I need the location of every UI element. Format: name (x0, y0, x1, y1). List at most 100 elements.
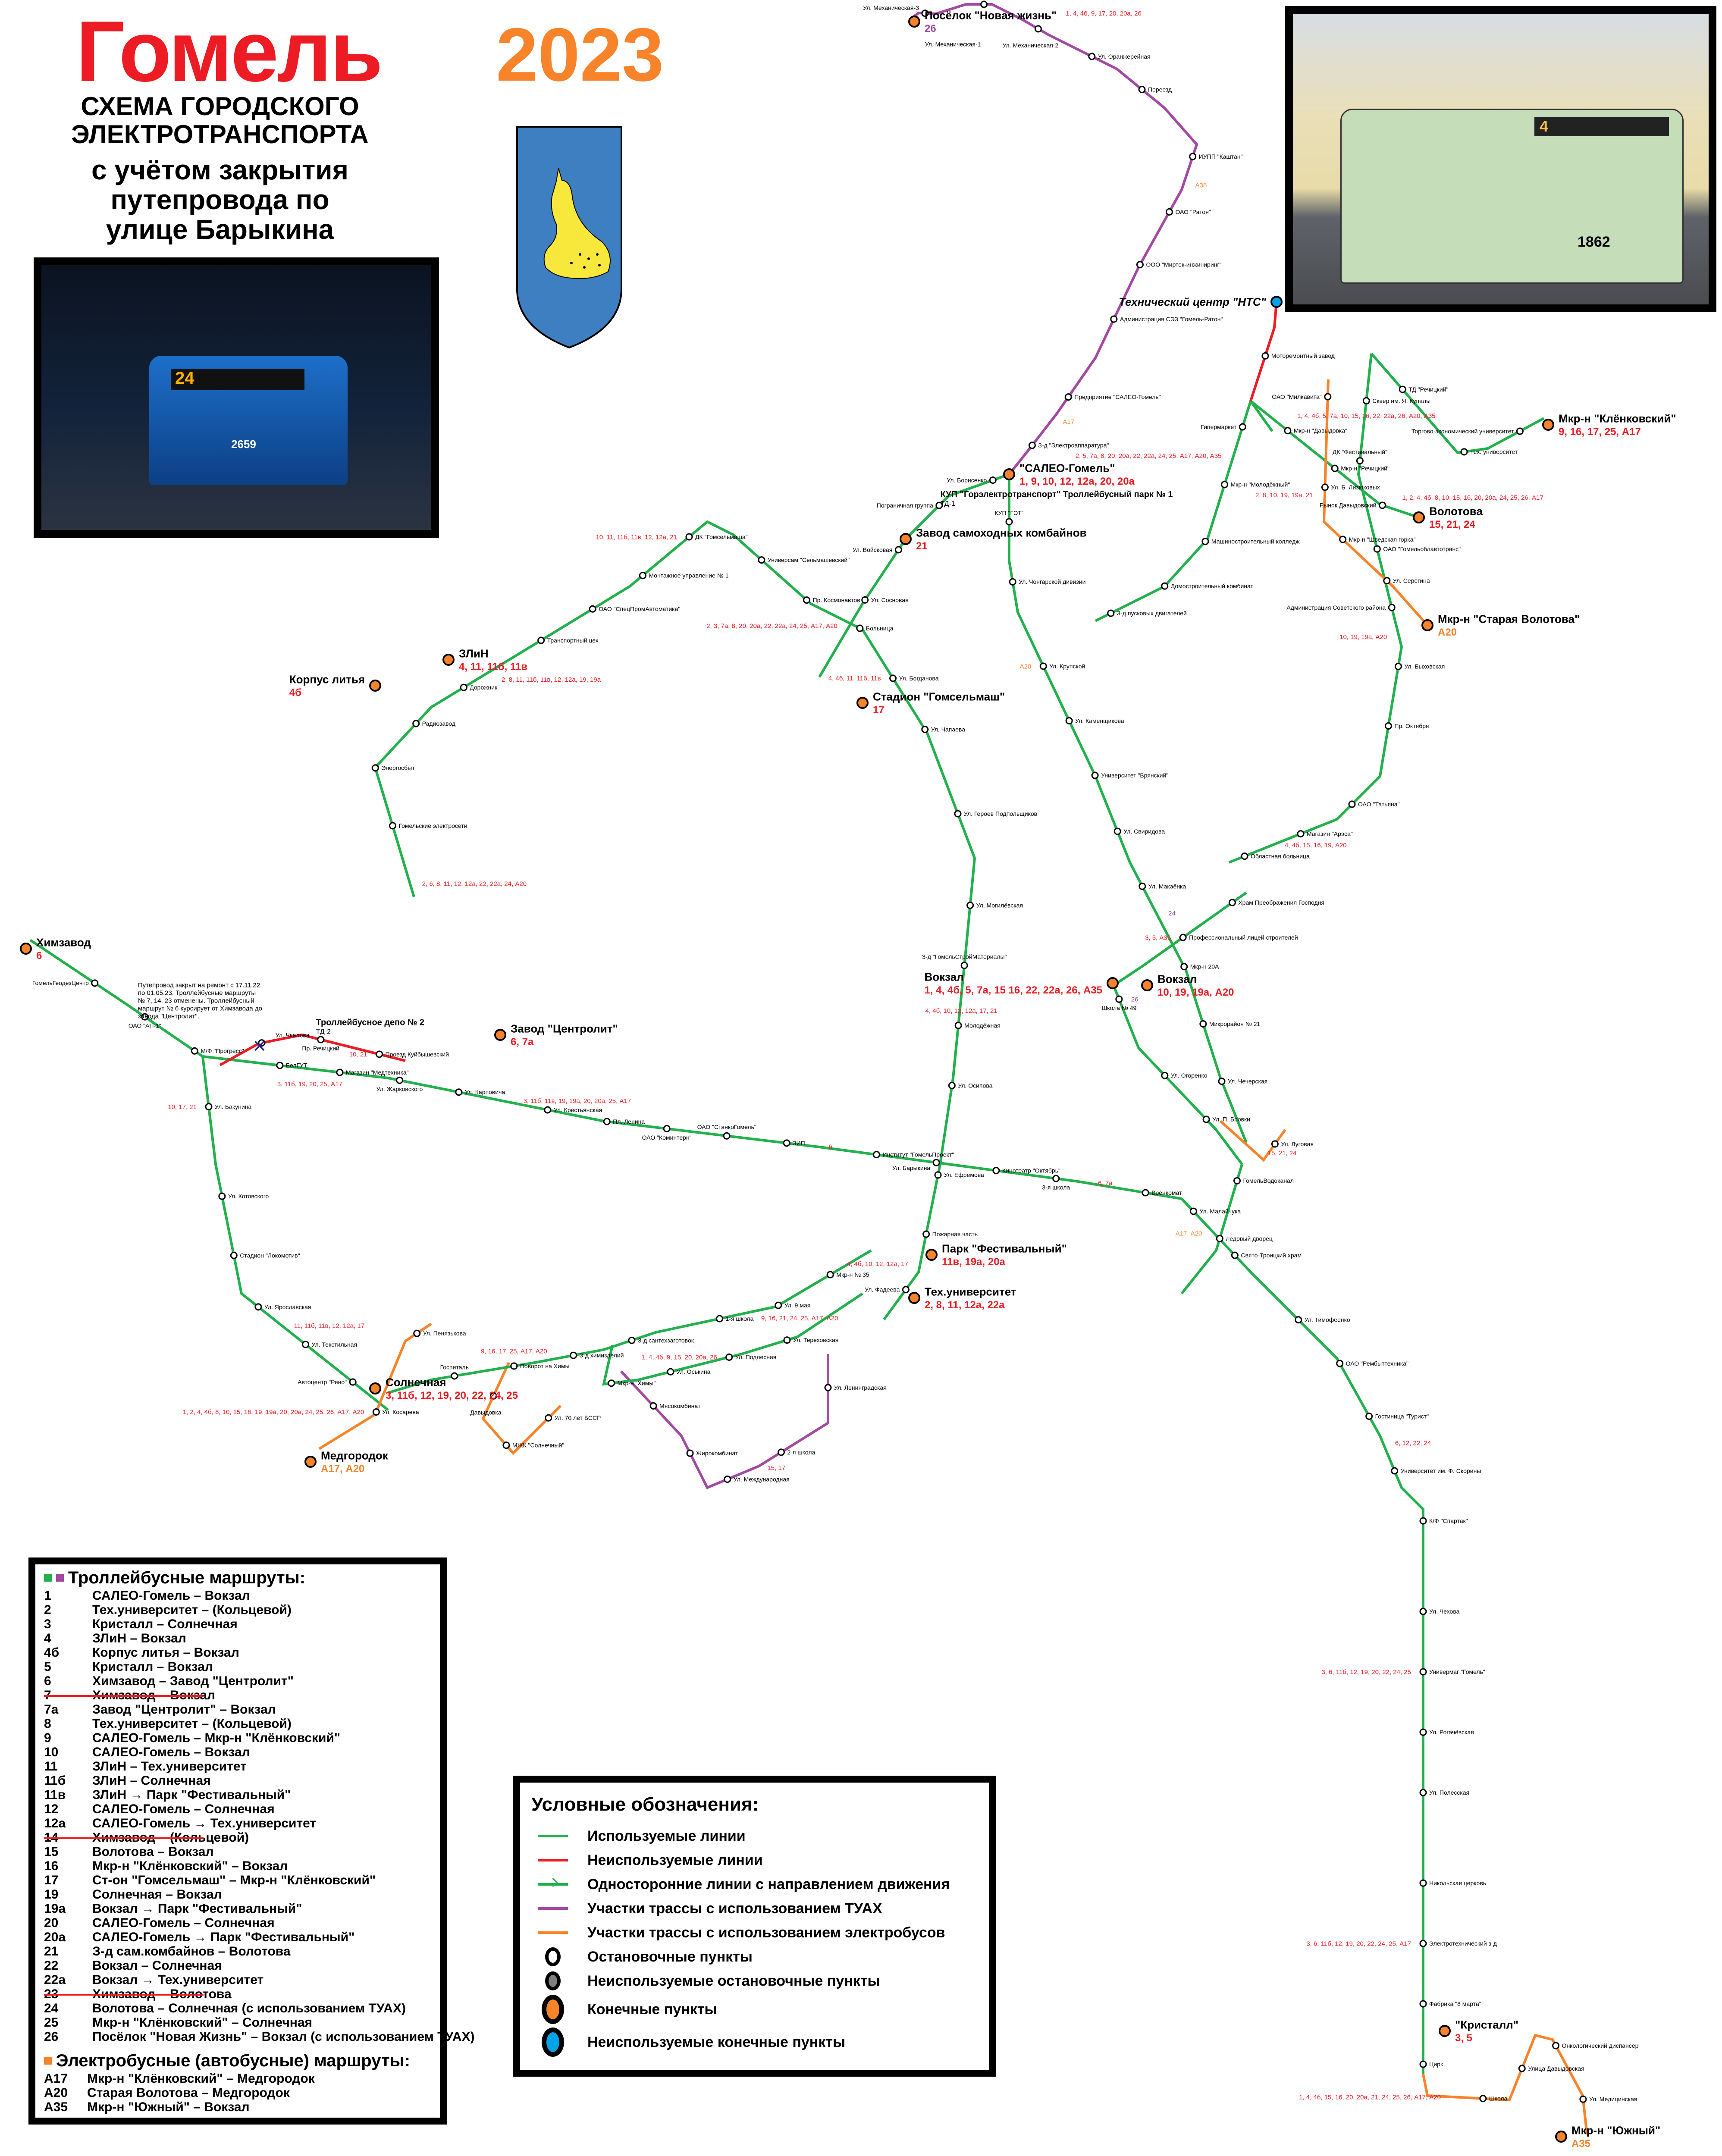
stop-marker (336, 1069, 344, 1076)
stop-name: Ул. Чонгарской дивизии (1019, 578, 1085, 585)
stop-marker (1189, 1207, 1197, 1215)
stop-name: ГомельГеодезЦентр (32, 980, 89, 987)
stop-name: Институт "ГомельПроект" (882, 1151, 954, 1158)
segment-routes-label: 11, 11б, 11в, 12, 12а, 17 (294, 1322, 364, 1330)
stop-name: Пр. Октября (1394, 722, 1429, 729)
stop-name: Энергосбыт (381, 765, 415, 771)
stop-marker (455, 1088, 463, 1096)
route-number: 4б (44, 1645, 60, 1660)
route-name: Вокзал → Тех.университет (92, 1973, 264, 1987)
stop-name: Ул. Медицинская (1589, 2096, 1637, 2103)
stop-name: Мясокомбинат (659, 1402, 701, 1409)
stop-name: Школа (1489, 2095, 1508, 2102)
stop-name: Фабрика "8 марта" (1429, 2000, 1481, 2007)
segment-routes-label: 9, 16, 17, 25, А17, А20 (481, 1348, 547, 1355)
legend-item: Неиспользуемые конечные пункты (531, 2026, 978, 2059)
closure-note: № 7, 14, 23 отменены. Троллейбусный (138, 997, 254, 1004)
terminal-routes: 1, 4, 4б, 5, 7а, 15 16, 22, 22а, 26, А35 (925, 984, 1102, 996)
stop-name: Свято-Троицкий храм (1241, 1252, 1302, 1259)
stop-marker (1419, 1879, 1427, 1887)
terminal-routes: 6 (36, 950, 42, 962)
legend-panel: Условные обозначения: Используемые линии… (513, 1776, 996, 2077)
stop-name: К/Ф "Спартак" (1429, 1517, 1468, 1524)
route-number: 7а (44, 1702, 59, 1717)
route-name: ЗЛиН – Солнечная (92, 1774, 211, 1788)
stop-marker (1379, 501, 1386, 509)
stop-name: Ул. Котовского (228, 1193, 269, 1200)
stop-marker (451, 1372, 458, 1380)
stop-marker (1479, 2095, 1487, 2103)
route-name: Мкр-н "Клёнковский" – Медгородок (87, 2071, 315, 2086)
stop-name: Администрация Советского района (1286, 604, 1386, 611)
stop-name: Давыдовка (470, 1409, 502, 1416)
lynx-icon (543, 168, 611, 279)
segment-routes-label: 1, 4, 4б, 5, 7а, 10, 15, 16, 22, 22а, 26… (1297, 413, 1436, 420)
terminal-routes: 15, 21, 24 (1429, 519, 1475, 530)
stop-name: Ул. Быховская (1404, 663, 1445, 670)
terminal-marker (900, 533, 912, 545)
terminal-marker (369, 680, 381, 692)
segment-routes-label: 2, 5, 7а, 8, 20, 20а, 22, 22а, 24, 25, А… (1076, 452, 1222, 460)
legend-label: Односторонние линии с направлением движе… (587, 1876, 950, 1893)
stop-name: Пр. Речицкий (302, 1045, 339, 1052)
depot-code: ТД-1 (940, 500, 955, 508)
ebus-line-davydovka (481, 1362, 562, 1455)
stop-marker (775, 1301, 782, 1309)
terminal-name: Тех.университет (925, 1285, 1016, 1298)
stop-marker (1365, 1412, 1373, 1420)
stop-marker (141, 1013, 149, 1021)
stop-marker (954, 810, 962, 818)
subtitle-line-2: ЭЛЕКТРОТРАНСПОРТА (71, 119, 369, 149)
legend-item: Конечные пункты (531, 1993, 978, 2026)
terminal-name: Завод самоходных комбайнов (916, 526, 1087, 539)
stop-marker (302, 1341, 310, 1348)
stop-marker (1091, 771, 1099, 779)
stop-marker (1199, 1020, 1207, 1028)
stop-name: Ул. П. Бровки (1212, 1116, 1250, 1123)
stop-name: Рынок Давыдовский (1320, 502, 1377, 509)
terminal-routes: 11в, 19а, 20а (942, 1256, 1006, 1268)
stop-name: Ул. Чкалова (276, 1032, 310, 1039)
stop-marker (716, 1315, 724, 1322)
stop-name: Ул. Международная (734, 1476, 790, 1482)
terminal-marker (369, 1382, 381, 1395)
route-name: Химзавод – Волотова (92, 1987, 232, 2001)
stop-name: Радиозавод (422, 720, 455, 727)
route-name: Химзавод – (Кольцевой) (92, 1830, 249, 1845)
stop-name: Кинотеатр "Октябрь" (1002, 1167, 1060, 1174)
terminal-marker (442, 654, 455, 666)
route-number: 12 (44, 1802, 59, 1816)
stop-marker (824, 1384, 832, 1391)
day-bus-route: 4 (1540, 117, 1549, 135)
stop-marker (502, 1442, 510, 1449)
stop-marker (1394, 662, 1402, 670)
stop-name: ОАО "СпецПромАвтоматика" (599, 605, 680, 612)
route-name: САЛЕО-Гомель – Солнечная (92, 1802, 275, 1816)
route-name: Вокзал → Парк "Фестивальный" (92, 1902, 302, 1916)
route-number: 15 (44, 1845, 59, 1859)
photo-night-trolleybus: 24 2659 (34, 257, 439, 538)
segment-routes-label: 6 (829, 1143, 832, 1150)
terminal-name: Технический центр "НТС" (1119, 295, 1267, 308)
stop-marker (861, 596, 869, 604)
route-number: 3 (44, 1617, 51, 1631)
photo-day-trolleybus: 4 1862 (1285, 6, 1716, 312)
stop-marker (1034, 25, 1042, 33)
route-number: 25 (44, 2015, 59, 2030)
stop-name: Ул. Жарковского (376, 1086, 423, 1093)
stop-marker (1189, 153, 1197, 160)
stop-marker (1391, 1467, 1399, 1475)
terminal-routes: 10, 19, 19а, А20 (1157, 987, 1234, 998)
legend-title: Условные обозначения: (531, 1794, 759, 1815)
